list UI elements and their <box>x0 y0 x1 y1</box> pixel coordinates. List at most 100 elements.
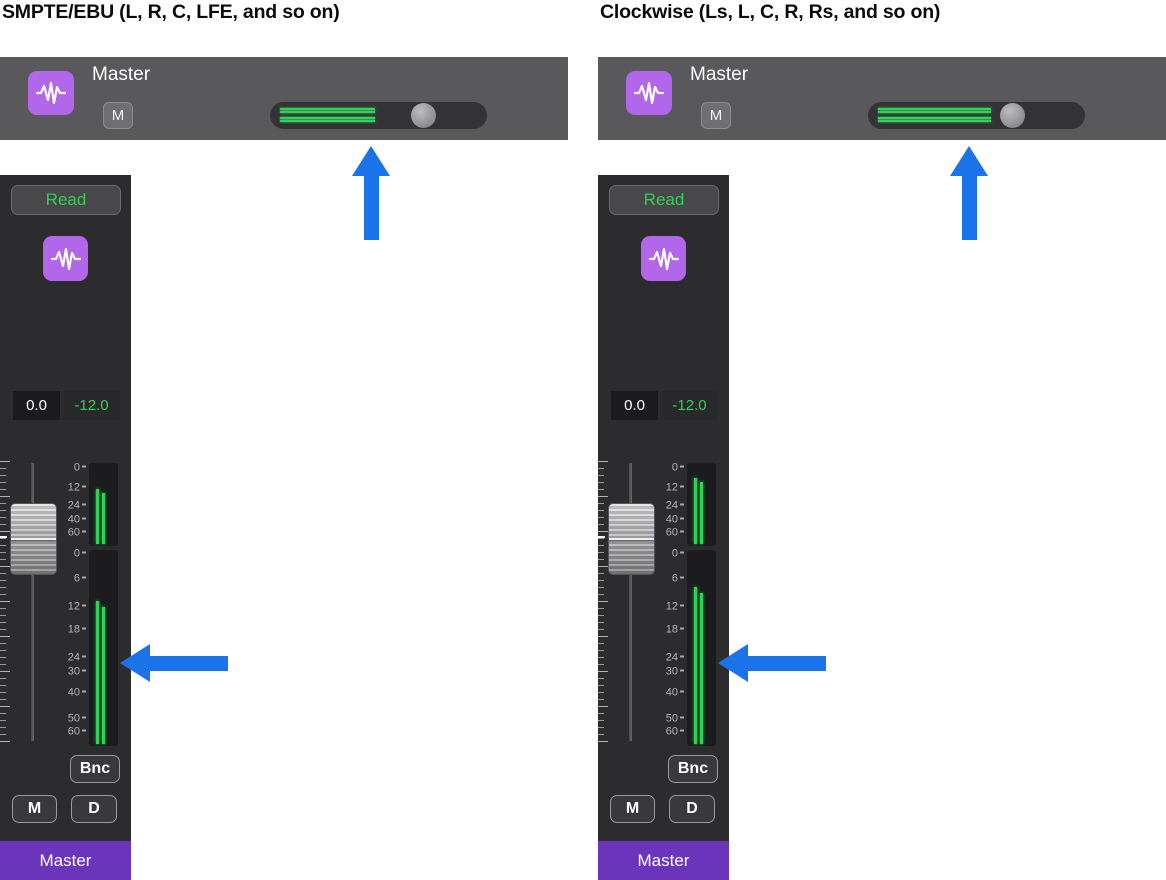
scale-label: 40 <box>68 514 86 526</box>
arrow-head <box>950 146 988 176</box>
pan-meter-line <box>878 120 991 122</box>
track-name: Master <box>92 64 151 85</box>
level-meter-main <box>687 550 716 746</box>
channel-name-label[interactable]: Master <box>598 841 729 880</box>
scale-label: 0 <box>672 548 684 559</box>
scale-label: 30 <box>68 666 86 677</box>
scale-label: 30 <box>666 666 684 677</box>
channel-name-label[interactable]: Master <box>0 841 131 880</box>
fader-position-tick <box>598 536 605 538</box>
track-name: Master <box>690 64 749 85</box>
arrow-shaft <box>150 655 228 671</box>
scale-label: 60 <box>666 527 684 538</box>
mute-button[interactable]: M <box>701 102 731 129</box>
automation-read-button[interactable]: Read <box>11 185 121 215</box>
scale-label: 12 <box>68 482 86 493</box>
dim-button[interactable]: D <box>669 795 715 823</box>
meter-bar <box>102 606 105 744</box>
channel-strip: Read 0.0 -12.0 0 12 24 40 60 <box>598 175 729 880</box>
fader-track <box>31 463 34 741</box>
waveform-glyph <box>648 247 679 270</box>
pan-meter-line <box>280 111 376 113</box>
arrow-head <box>120 644 150 682</box>
scale-label: 18 <box>68 624 86 636</box>
surround-pan-control[interactable] <box>270 102 487 129</box>
meter-bar <box>694 478 697 544</box>
pan-meter-line <box>280 108 376 110</box>
panel-title: Clockwise (Ls, L, C, R, Rs, and so on) <box>600 1 941 23</box>
scale-label: 0 <box>672 462 684 473</box>
pan-meter-line <box>878 108 991 110</box>
panel-clockwise: Clockwise (Ls, L, C, R, Rs, and so on) M… <box>598 0 1166 880</box>
bounce-button[interactable]: Bnc <box>70 755 120 783</box>
scale-label: 24 <box>68 652 86 663</box>
panel-smpte-ebu: SMPTE/EBU (L, R, C, LFE, and so on) Mast… <box>0 0 568 880</box>
volume-value[interactable]: 0.0 <box>13 391 60 420</box>
bounce-button[interactable]: Bnc <box>668 755 718 783</box>
mute-button[interactable]: M <box>103 102 133 129</box>
scale-label: 50 <box>666 713 684 724</box>
meter-bar <box>96 489 99 544</box>
scale-label: 60 <box>666 726 684 738</box>
arrow-shaft <box>363 176 379 240</box>
dim-button[interactable]: D <box>71 795 117 823</box>
pan-meter-line <box>280 120 376 122</box>
scale-label: 12 <box>666 601 684 612</box>
peak-level-value[interactable]: -12.0 <box>661 391 718 420</box>
pan-meter-line <box>878 111 991 113</box>
peak-level-value[interactable]: -12.0 <box>63 391 120 420</box>
arrow-head <box>718 644 748 682</box>
volume-fader[interactable] <box>10 503 57 575</box>
audio-waveform-icon <box>43 236 88 281</box>
surround-pan-control[interactable] <box>868 102 1085 129</box>
callout-arrow-left <box>120 644 228 682</box>
scale-label: 24 <box>666 652 684 663</box>
scale-label: 12 <box>666 482 684 493</box>
mute-button[interactable]: M <box>12 795 57 823</box>
pan-knob[interactable] <box>1000 103 1026 128</box>
scale-label: 0 <box>74 462 86 473</box>
pan-meter-line <box>878 117 991 119</box>
meter-bar <box>700 481 703 544</box>
callout-arrow-up <box>352 146 390 240</box>
track-header: Master M <box>0 57 568 140</box>
meter-scale-main: 0 6 12 18 24 30 40 50 60 <box>648 548 684 746</box>
scale-label: 6 <box>672 573 684 585</box>
volume-fader[interactable] <box>608 503 655 575</box>
meter-bar <box>694 587 697 744</box>
volume-value[interactable]: 0.0 <box>611 391 658 420</box>
meter-scale-short: 0 12 24 40 60 <box>50 462 86 546</box>
callout-arrow-left <box>718 644 826 682</box>
level-meter-short <box>89 463 118 546</box>
track-header: Master M <box>598 57 1166 140</box>
meter-scale-main: 0 6 12 18 24 30 40 50 60 <box>50 548 86 746</box>
arrow-shaft <box>748 655 826 671</box>
scale-label: 60 <box>68 527 86 538</box>
scale-label: 50 <box>68 713 86 724</box>
meter-bar <box>102 493 105 544</box>
fader-ruler-major-ticks <box>0 461 10 746</box>
pan-knob[interactable] <box>411 103 437 128</box>
panel-title: SMPTE/EBU (L, R, C, LFE, and so on) <box>2 1 340 23</box>
level-meter-main <box>89 550 118 746</box>
waveform-glyph <box>50 247 81 270</box>
level-meter-short <box>687 463 716 546</box>
fader-position-tick <box>0 536 7 538</box>
scale-label: 40 <box>666 514 684 526</box>
scale-label: 40 <box>68 687 86 699</box>
scale-label: 0 <box>74 548 86 559</box>
fader-ruler-major-ticks <box>598 461 608 746</box>
callout-arrow-up <box>950 146 988 240</box>
arrow-head <box>352 146 390 176</box>
audio-waveform-icon <box>28 71 74 115</box>
meter-scale-short: 0 12 24 40 60 <box>648 462 684 546</box>
scale-label: 12 <box>68 601 86 612</box>
mute-button[interactable]: M <box>610 795 655 823</box>
pan-meter-line <box>280 117 376 119</box>
automation-read-button[interactable]: Read <box>609 185 719 215</box>
fader-track <box>629 463 632 741</box>
scale-label: 24 <box>68 500 86 512</box>
arrow-shaft <box>961 176 977 240</box>
audio-waveform-icon <box>641 236 686 281</box>
